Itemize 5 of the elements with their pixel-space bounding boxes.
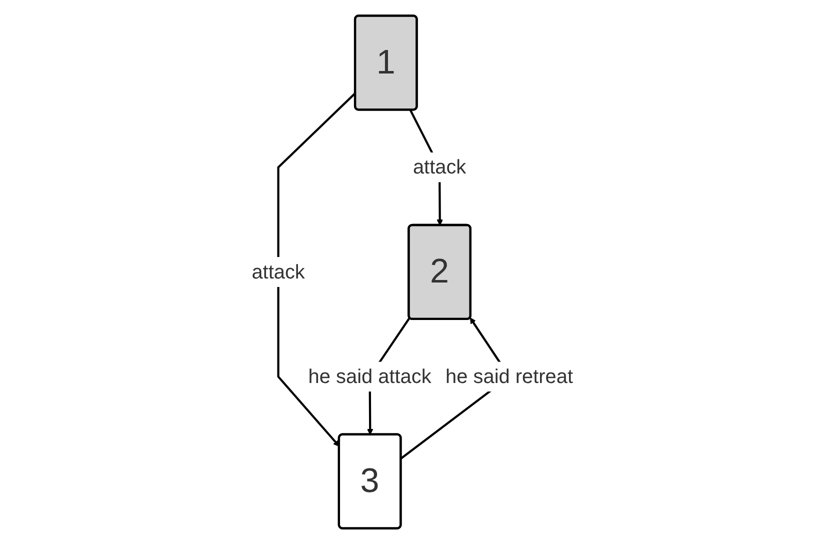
edge-label: attack: [412, 156, 466, 178]
arrow: [276, 92, 356, 447]
edge-label: he said retreat: [445, 365, 573, 388]
edge-label: he said attack: [308, 365, 431, 388]
edge-label: attack: [251, 260, 305, 283]
